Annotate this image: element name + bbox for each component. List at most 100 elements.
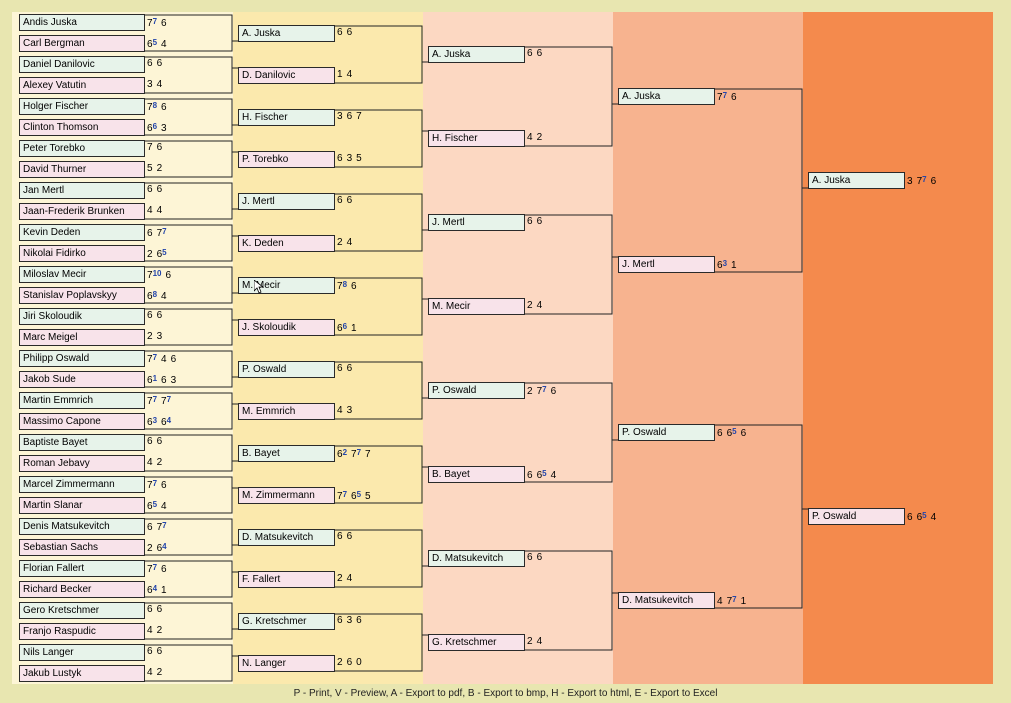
- player-box-g-kretschmer[interactable]: G. Kretschmer: [428, 634, 525, 651]
- player-box-stanislav-poplavskyy[interactable]: Stanislav Poplavskyy: [19, 287, 145, 304]
- player-box-k-deden[interactable]: K. Deden: [238, 235, 335, 252]
- tiebreak-points: 2: [342, 448, 348, 457]
- tiebreak-points: 10: [152, 269, 162, 278]
- player-box-florian-fallert[interactable]: Florian Fallert: [19, 560, 145, 577]
- player-box-j-mertl[interactable]: J. Mertl: [618, 256, 715, 273]
- player-box-philipp-oswald[interactable]: Philipp Oswald: [19, 350, 145, 367]
- player-box-jan-mertl[interactable]: Jan Mertl: [19, 182, 145, 199]
- player-box-carl-bergman[interactable]: Carl Bergman: [19, 35, 145, 52]
- player-box-nikolai-fidirko[interactable]: Nikolai Fidirko: [19, 245, 145, 262]
- player-box-p-oswald[interactable]: P. Oswald: [428, 382, 525, 399]
- player-box-m-zimmermann[interactable]: M. Zimmermann: [238, 487, 335, 504]
- set-score: 4: [157, 79, 163, 90]
- set-score: 6: [931, 176, 937, 187]
- set-score: 6: [171, 354, 177, 365]
- player-box-d-matsukevitch[interactable]: D. Matsukevitch: [428, 550, 525, 567]
- player-box-p-torebko[interactable]: P. Torebko: [238, 151, 335, 168]
- player-box-denis-matsukevitch[interactable]: Denis Matsukevitch: [19, 518, 145, 535]
- player-box-jaan-frederik-brunken[interactable]: Jaan-Frederik Brunken: [19, 203, 145, 220]
- set-score: 5: [147, 163, 153, 174]
- tiebreak-points: 7: [152, 17, 158, 26]
- set-score: 2: [337, 237, 343, 248]
- player-box-peter-torebko[interactable]: Peter Torebko: [19, 140, 145, 157]
- set-score: 3: [157, 331, 163, 342]
- player-box-m-mecir[interactable]: M. Mecir: [428, 298, 525, 315]
- player-box-massimo-capone[interactable]: Massimo Capone: [19, 413, 145, 430]
- player-box-p-oswald[interactable]: P. Oswald: [808, 508, 905, 525]
- games-won: 6: [170, 354, 177, 365]
- set-score: 2: [157, 667, 163, 678]
- player-box-m-emmrich[interactable]: M. Emmrich: [238, 403, 335, 420]
- player-box-jiri-skoloudik[interactable]: Jiri Skoloudik: [19, 308, 145, 325]
- player-box-clinton-thomson[interactable]: Clinton Thomson: [19, 119, 145, 136]
- games-won: 6: [147, 585, 153, 596]
- player-box-n-langer[interactable]: N. Langer: [238, 655, 335, 672]
- set-score: 710: [147, 269, 162, 281]
- games-won: 1: [731, 260, 737, 271]
- player-box-roman-jebavy[interactable]: Roman Jebavy: [19, 455, 145, 472]
- player-box-sebastian-sachs[interactable]: Sebastian Sachs: [19, 539, 145, 556]
- player-box-kevin-deden[interactable]: Kevin Deden: [19, 224, 145, 241]
- player-box-baptiste-bayet[interactable]: Baptiste Bayet: [19, 434, 145, 451]
- player-box-j-skoloudik[interactable]: J. Skoloudik: [238, 319, 335, 336]
- games-won: 6: [726, 428, 733, 439]
- games-won: 6: [536, 48, 543, 59]
- player-box-franjo-raspudic[interactable]: Franjo Raspudic: [19, 623, 145, 640]
- player-box-g-kretschmer[interactable]: G. Kretschmer: [238, 613, 335, 630]
- player-box-daniel-danilovic[interactable]: Daniel Danilovic: [19, 56, 145, 73]
- player-box-h-fischer[interactable]: H. Fischer: [428, 130, 525, 147]
- games-won: 7: [337, 491, 343, 502]
- player-box-gero-kretschmer[interactable]: Gero Kretschmer: [19, 602, 145, 619]
- player-box-j-mertl[interactable]: J. Mertl: [428, 214, 525, 231]
- player-box-b-bayet[interactable]: B. Bayet: [428, 466, 525, 483]
- set-score: 6: [741, 428, 747, 439]
- player-box-alexey-vatutin[interactable]: Alexey Vatutin: [19, 77, 145, 94]
- games-won: 6: [740, 428, 747, 439]
- tiebreak-points: 3: [152, 416, 158, 425]
- games-won: 6: [536, 552, 543, 563]
- player-box-david-thurner[interactable]: David Thurner: [19, 161, 145, 178]
- player-box-d-danilovic[interactable]: D. Danilovic: [238, 67, 335, 84]
- player-box-miloslav-mecir[interactable]: Miloslav Mecir: [19, 266, 145, 283]
- player-box-d-matsukevitch[interactable]: D. Matsukevitch: [238, 529, 335, 546]
- games-won: 3: [346, 615, 353, 626]
- player-box-b-bayet[interactable]: B. Bayet: [238, 445, 335, 462]
- player-box-a-juska[interactable]: A. Juska: [238, 25, 335, 42]
- player-box-martin-slanar[interactable]: Martin Slanar: [19, 497, 145, 514]
- player-box-marc-meigel[interactable]: Marc Meigel: [19, 329, 145, 346]
- set-score: 77: [147, 479, 157, 491]
- games-won: 6: [156, 142, 163, 153]
- player-box-a-juska[interactable]: A. Juska: [808, 172, 905, 189]
- player-box-a-juska[interactable]: A. Juska: [428, 46, 525, 63]
- tiebreak-points: 7: [342, 490, 348, 499]
- player-box-p-oswald[interactable]: P. Oswald: [238, 361, 335, 378]
- games-won: 6: [147, 646, 153, 657]
- set-score: 6: [161, 18, 167, 29]
- player-box-richard-becker[interactable]: Richard Becker: [19, 581, 145, 598]
- player-box-d-matsukevitch[interactable]: D. Matsukevitch: [618, 592, 715, 609]
- games-won: 4: [346, 573, 353, 584]
- games-won: 7: [156, 522, 163, 533]
- set-score: 4: [161, 291, 167, 302]
- player-box-h-fischer[interactable]: H. Fischer: [238, 109, 335, 126]
- player-box-jakub-lustyk[interactable]: Jakub Lustyk: [19, 665, 145, 682]
- player-box-p-oswald[interactable]: P. Oswald: [618, 424, 715, 441]
- player-box-j-mertl[interactable]: J. Mertl: [238, 193, 335, 210]
- player-box-f-fallert[interactable]: F. Fallert: [238, 571, 335, 588]
- player-box-jakob-sude[interactable]: Jakob Sude: [19, 371, 145, 388]
- player-box-m-mecir[interactable]: M. Mecir: [238, 277, 335, 294]
- player-box-nils-langer[interactable]: Nils Langer: [19, 644, 145, 661]
- player-box-andis-juska[interactable]: Andis Juska: [19, 14, 145, 31]
- games-won: 6: [907, 512, 913, 523]
- player-box-marcel-zimmermann[interactable]: Marcel Zimmermann: [19, 476, 145, 493]
- set-score: 6: [347, 531, 353, 542]
- player-box-martin-emmrich[interactable]: Martin Emmrich: [19, 392, 145, 409]
- set-score: 3: [907, 176, 913, 187]
- player-box-a-juska[interactable]: A. Juska: [618, 88, 715, 105]
- games-won: 6: [527, 470, 533, 481]
- player-box-holger-fischer[interactable]: Holger Fischer: [19, 98, 145, 115]
